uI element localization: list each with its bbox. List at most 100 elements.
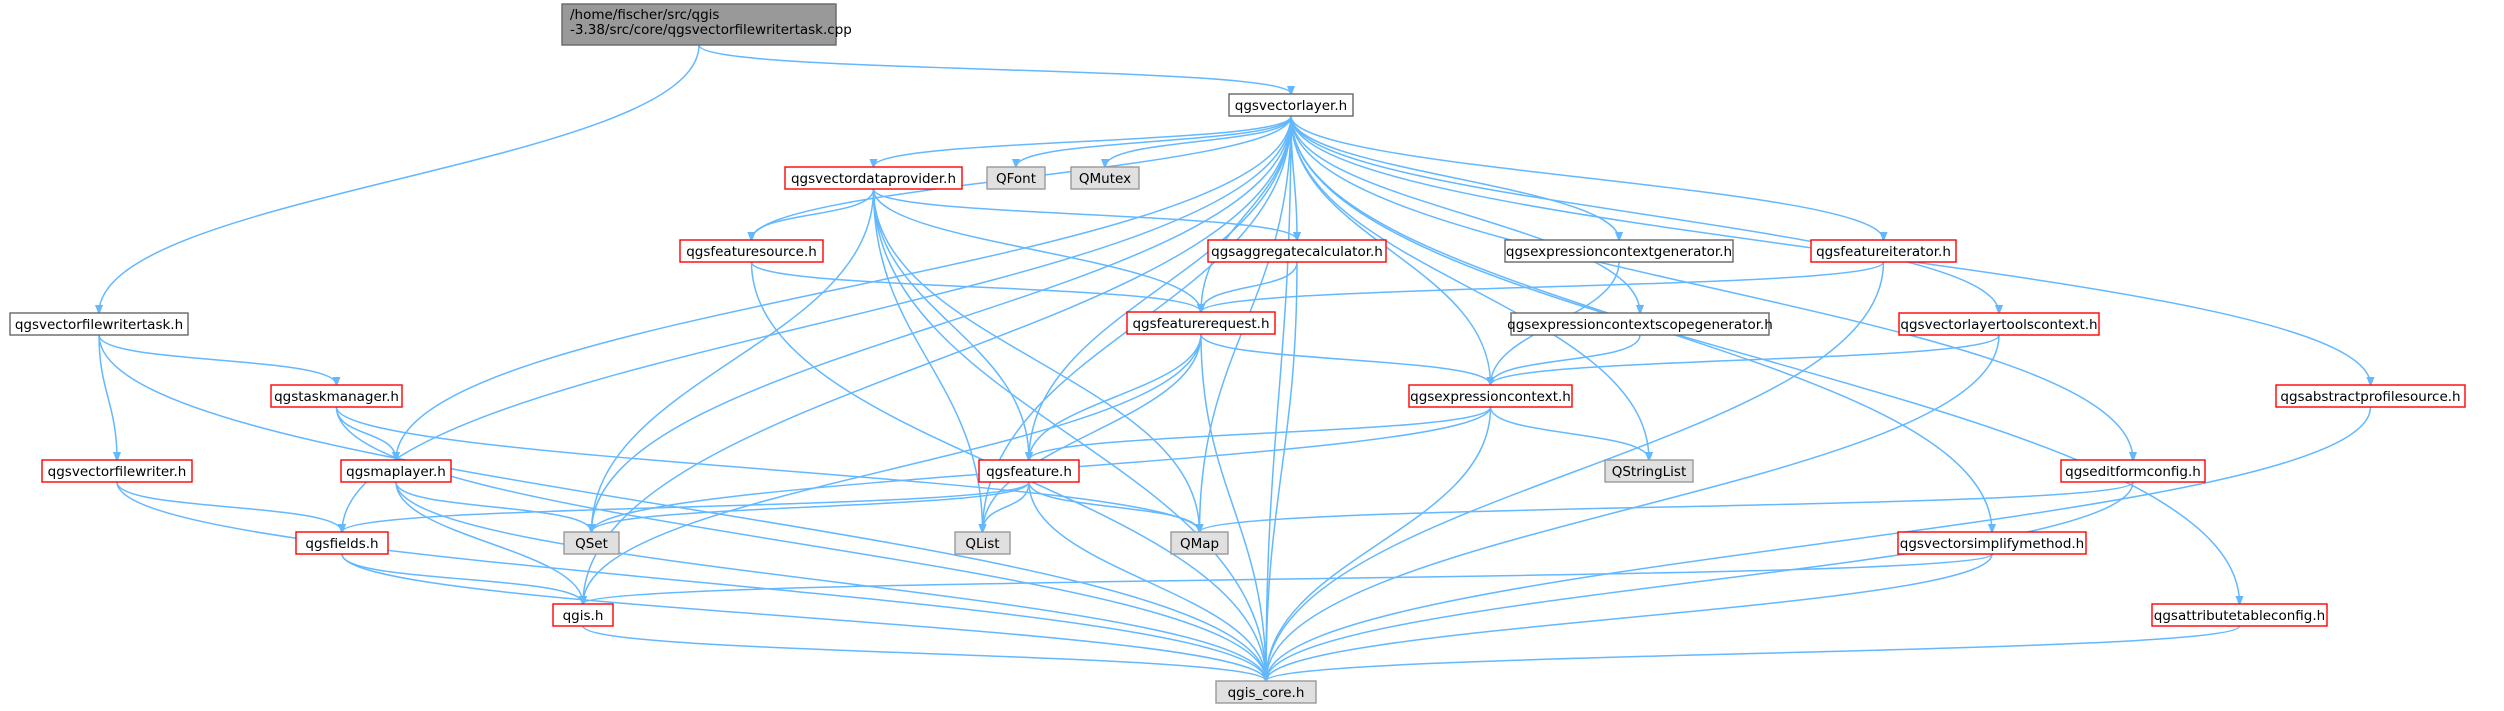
edge-qgsfeaturerequest-to-qgsexpressioncontext: [1200, 333, 1491, 385]
edge-qgsmaplayer-to-qgis_core: [395, 481, 1266, 681]
node-qgsvectorsimplifymethod[interactable]: qgsvectorsimplifymethod.h: [1897, 531, 2087, 555]
edge-qgsvectordataprovider-to-qgsfeature: [872, 188, 1030, 460]
node-qgsvectordataprovider[interactable]: qgsvectordataprovider.h: [784, 166, 963, 190]
edge-qgsvectorlayer-to-qgsexpressioncontext: [1290, 115, 1491, 385]
node-label-QStringList: QStringList: [1612, 464, 1687, 480]
node-label-qgsabstractprofilesource: qgsabstractprofilesource.h: [2280, 389, 2460, 405]
node-QSet[interactable]: QSet: [563, 531, 620, 555]
node-qgsexpressioncontext[interactable]: qgsexpressioncontext.h: [1408, 384, 1573, 408]
edge-qgsfeatureiterator-to-qgsfeaturerequest: [1201, 261, 1885, 312]
node-label-qgsattributetableconfig: qgsattributetableconfig.h: [2154, 608, 2325, 624]
node-qgsfields[interactable]: qgsfields.h: [295, 531, 389, 555]
node-qgis[interactable]: qgis.h: [552, 603, 614, 627]
node-label-qgsfeaturerequest: qgsfeaturerequest.h: [1132, 316, 1269, 332]
edge-qgsfeaturerequest-to-qgis_core: [1200, 333, 1266, 681]
node-label-qgis_core: qgis_core.h: [1228, 685, 1305, 701]
edge-qgsvectordataprovider-to-qgsfeaturerequest: [872, 188, 1202, 312]
node-box-qgsfeaturerequest: [1126, 311, 1276, 335]
node-qgsvectorlayertoolscontext[interactable]: qgsvectorlayertoolscontext.h: [1898, 312, 2100, 336]
node-label-QSet: QSet: [575, 536, 608, 552]
edge-qgsexpressioncontext-to-QStringList: [1489, 406, 1650, 460]
edges-layer: [98, 44, 2371, 681]
node-qgsfeature[interactable]: qgsfeature.h: [978, 459, 1080, 483]
edge-qgsvectorlayer-to-qgseditformconfig: [1290, 115, 2133, 460]
node-qgsexpressioncontextgenerator[interactable]: qgsexpressioncontextgenerator.h: [1504, 239, 1734, 263]
node-label-qgsvectorfilewriter: qgsvectorfilewriter.h: [48, 464, 187, 480]
node-qgseditformconfig[interactable]: qgseditformconfig.h: [2060, 459, 2206, 483]
node-box-qgsaggregatecalculator: [1207, 239, 1387, 263]
node-label-qgsvectordataprovider: qgsvectordataprovider.h: [791, 171, 956, 187]
node-QList[interactable]: QList: [954, 531, 1011, 555]
edge-qgsvectorlayer-to-qgsfeatureiterator: [1290, 115, 1884, 240]
edge-qgsfeatureiterator-to-qgis_core: [1266, 261, 1885, 681]
node-label-qgseditformconfig: qgseditformconfig.h: [2065, 464, 2201, 480]
node-label-qgsfeatureiterator: qgsfeatureiterator.h: [1816, 244, 1951, 260]
edge-qgsattributetableconfig-to-qgis_core: [1266, 625, 2241, 681]
node-qgsfeaturerequest[interactable]: qgsfeaturerequest.h: [1126, 311, 1276, 335]
node-label-qgsvectorfilewritertask: qgsvectorfilewritertask.h: [15, 317, 183, 333]
node-qgsexpressioncontextscopegenerator[interactable]: qgsexpressioncontextscopegenerator.h: [1507, 312, 1773, 336]
node-label-QMutex: QMutex: [1079, 171, 1131, 187]
edge-qgsmaplayer-to-QSet: [395, 481, 592, 532]
node-qgsvectorfilewritertask[interactable]: qgsvectorfilewritertask.h: [9, 312, 189, 336]
edge-qgsvectorlayer-to-qgsfeature: [1029, 115, 1292, 460]
node-qgsvectorlayer[interactable]: qgsvectorlayer.h: [1228, 93, 1354, 117]
node-box-qgsmaplayer: [340, 459, 452, 483]
edge-qgsvectorfilewritertask-to-qgsvectorfilewriter: [98, 334, 117, 460]
node-qgis_core[interactable]: qgis_core.h: [1215, 680, 1317, 704]
node-qgsfeatureiterator[interactable]: qgsfeatureiterator.h: [1810, 239, 1957, 263]
edge-qgsvectorfilewriter-to-qgsfields: [116, 481, 342, 532]
node-label-qgsmaplayer: qgsmaplayer.h: [346, 464, 446, 480]
edge-qgsvectorlayer-to-QMutex: [1105, 115, 1292, 167]
edge-qgsmaplayer-to-qgis: [395, 481, 583, 604]
edge-qgsvectorfilewriter-to-qgis_core: [116, 481, 1266, 681]
edge-qgsvectorsimplifymethod-to-qgis_core: [1266, 553, 1993, 681]
node-box-QStringList: [1604, 459, 1694, 483]
node-label-qgsexpressioncontext: qgsexpressioncontext.h: [1410, 389, 1571, 405]
edge-qgsvectorlayer-to-qgsvectorlayertoolscontext: [1290, 115, 1999, 313]
edge-qgsvectorlayer-to-qgsmaplayer: [396, 115, 1292, 460]
node-QStringList[interactable]: QStringList: [1604, 459, 1694, 483]
node-box-qgsexpressioncontext: [1408, 384, 1573, 408]
edge-qgsfeaturerequest-to-qgsfeature: [1029, 333, 1202, 460]
edge-qgsvectorlayer-to-qgis: [583, 115, 1292, 604]
edge-qgsvectorlayer-to-qgsvectordataprovider: [874, 115, 1292, 167]
node-root[interactable]: /home/fischer/src/qgis-3.38/src/core/qgs…: [561, 3, 852, 46]
edge-qgseditformconfig-to-qgis_core: [1266, 481, 2134, 681]
edge-qgsexpressioncontextscopegenerator-to-qgsexpressioncontext: [1491, 334, 1641, 385]
node-qgsaggregatecalculator[interactable]: qgsaggregatecalculator.h: [1207, 239, 1387, 263]
node-qgstaskmanager[interactable]: qgstaskmanager.h: [270, 384, 403, 408]
node-QMutex[interactable]: QMutex: [1070, 166, 1140, 190]
edge-qgsvectordataprovider-to-QMap: [872, 188, 1200, 532]
node-QMap[interactable]: QMap: [1170, 531, 1229, 555]
node-qgsvectorfilewriter[interactable]: qgsvectorfilewriter.h: [41, 459, 193, 483]
edge-root-to-qgsvectorfilewritertask: [99, 44, 700, 313]
node-box-qgsvectorfilewritertask: [9, 312, 189, 336]
node-qgsabstractprofilesource[interactable]: qgsabstractprofilesource.h: [2275, 384, 2466, 408]
node-qgsmaplayer[interactable]: qgsmaplayer.h: [340, 459, 452, 483]
edge-qgsfields-to-qgis_core: [341, 553, 1266, 681]
node-label-qgsvectorlayer: qgsvectorlayer.h: [1235, 98, 1347, 114]
node-qgsfeaturesource[interactable]: qgsfeaturesource.h: [679, 239, 824, 263]
edge-qgstaskmanager-to-QMap: [335, 406, 1200, 532]
edge-qgsvectordataprovider-to-QList: [872, 188, 983, 532]
edge-qgsvectorlayer-to-qgis_core: [1266, 115, 1292, 681]
edge-qgsfields-to-qgis: [341, 553, 583, 604]
edge-qgsvectorsimplifymethod-to-qgis: [583, 553, 1993, 604]
node-label-qgsexpressioncontextscopegenerator: qgsexpressioncontextscopegenerator.h: [1507, 317, 1773, 333]
edge-qgsvectorlayertoolscontext-to-qgsexpressioncontext: [1491, 334, 2000, 385]
node-box-qgsexpressioncontextscopegenerator: [1510, 312, 1770, 336]
edge-qgstaskmanager-to-qgis_core: [335, 406, 1267, 681]
node-label-qgsfeaturesource: qgsfeaturesource.h: [686, 244, 817, 260]
node-QFont[interactable]: QFont: [986, 166, 1046, 190]
node-box-qgis_core: [1215, 680, 1317, 704]
node-label-qgsvectorsimplifymethod: qgsvectorsimplifymethod.h: [1900, 536, 2085, 552]
node-label-qgstaskmanager: qgstaskmanager.h: [274, 389, 399, 405]
node-qgsattributetableconfig[interactable]: qgsattributetableconfig.h: [2151, 603, 2328, 627]
node-label-QMap: QMap: [1180, 536, 1219, 552]
node-label-QFont: QFont: [996, 171, 1036, 187]
node-box-qgis: [552, 603, 614, 627]
edge-qgsvectorlayer-to-qgsexpressioncontextscopegenerator: [1290, 115, 1640, 313]
node-box-qgsfeaturesource: [679, 239, 824, 263]
